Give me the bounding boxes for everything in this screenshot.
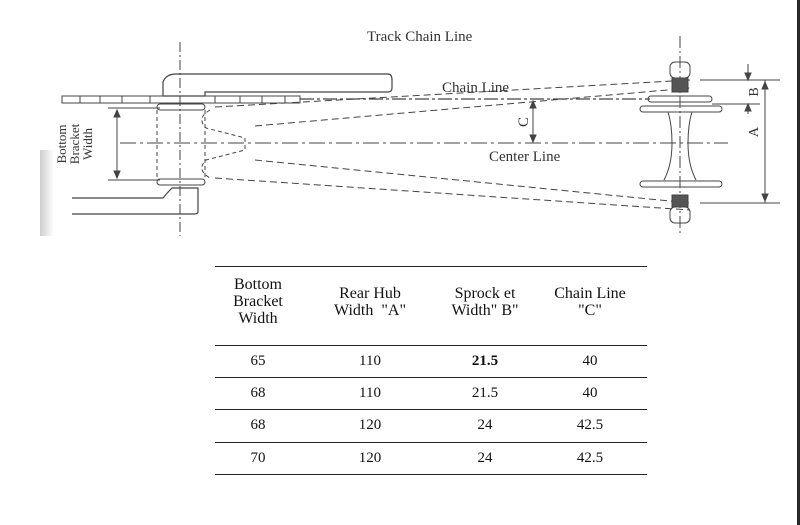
table-cell: 120 [358,417,382,433]
table-cell: 65 [250,353,266,369]
hub-body [663,111,697,181]
left-crank-arm [72,187,199,215]
diagram-title: Track Chain Line [367,29,473,45]
header-line: "C" [578,302,602,319]
hub-locknut-bottom [669,206,691,224]
table-cell: 42.5 [576,450,604,466]
hub-flange-bottom [639,180,723,188]
table-cell: 21.5 [471,353,499,369]
header-line: Bottom [233,276,282,293]
chain-line-diagram: Track Chain Line Chain Line Center Line … [54,29,780,236]
bb-label-line-1: Bottom [54,124,69,163]
table-cell: 120 [358,450,382,466]
table-cell: 110 [359,385,381,401]
header-line: Sprock et [454,285,516,302]
table-cell: 40 [582,385,598,401]
dim-a-label: A [747,126,762,137]
table-rule [215,409,647,410]
table-rule-bottom [215,474,647,475]
bb-label-line-2: Bracket [67,123,82,164]
header-chain-line: Chain Line "C" [535,285,645,319]
table-cell: 68 [250,385,266,401]
header-bottom-bracket: Bottom Bracket Width [215,276,301,327]
hub-sprocket [647,95,713,103]
table-rule [215,377,647,378]
chainstay-lower [254,159,691,204]
header-line: Bracket [233,293,283,310]
table-cell: 68 [250,417,266,433]
header-line: Width" B" [451,302,519,319]
chainring [61,95,301,104]
header-rear-hub: Rear Hub Width "A" [315,285,425,319]
table-cell: 40 [582,353,598,369]
header-line: Rear Hub [339,285,401,302]
bb-cup-top [156,103,206,111]
page-border [797,0,800,525]
table-cell: 70 [250,450,266,466]
table-cell: 24 [477,417,493,433]
table-cell: 110 [359,353,381,369]
table-cell: 21.5 [471,385,499,401]
chainstay-yoke [201,109,246,179]
header-line: Chain Line [554,285,626,302]
table-rule [215,442,647,443]
table-rule-header [215,345,647,346]
chainstay-upper [214,79,691,108]
center-line-label: Center Line [489,149,561,165]
bb-label-line-3: Width [80,128,95,160]
header-line: Width "A" [334,302,406,319]
dim-b-label: B [747,87,762,96]
chain-line-label: Chain Line [442,80,509,96]
scan-edge-shadow [40,150,54,236]
header-sprocket: Sprock et Width" B" [430,285,540,319]
table-rule-top [215,266,647,267]
right-crank-arm [162,73,393,97]
header-line: Width [238,310,278,327]
dim-c-label: C [516,117,532,127]
table-cell: 42.5 [576,417,604,433]
hub-flange-top [639,105,723,113]
bb-cup-bottom [156,178,206,186]
table-cell: 24 [477,450,493,466]
